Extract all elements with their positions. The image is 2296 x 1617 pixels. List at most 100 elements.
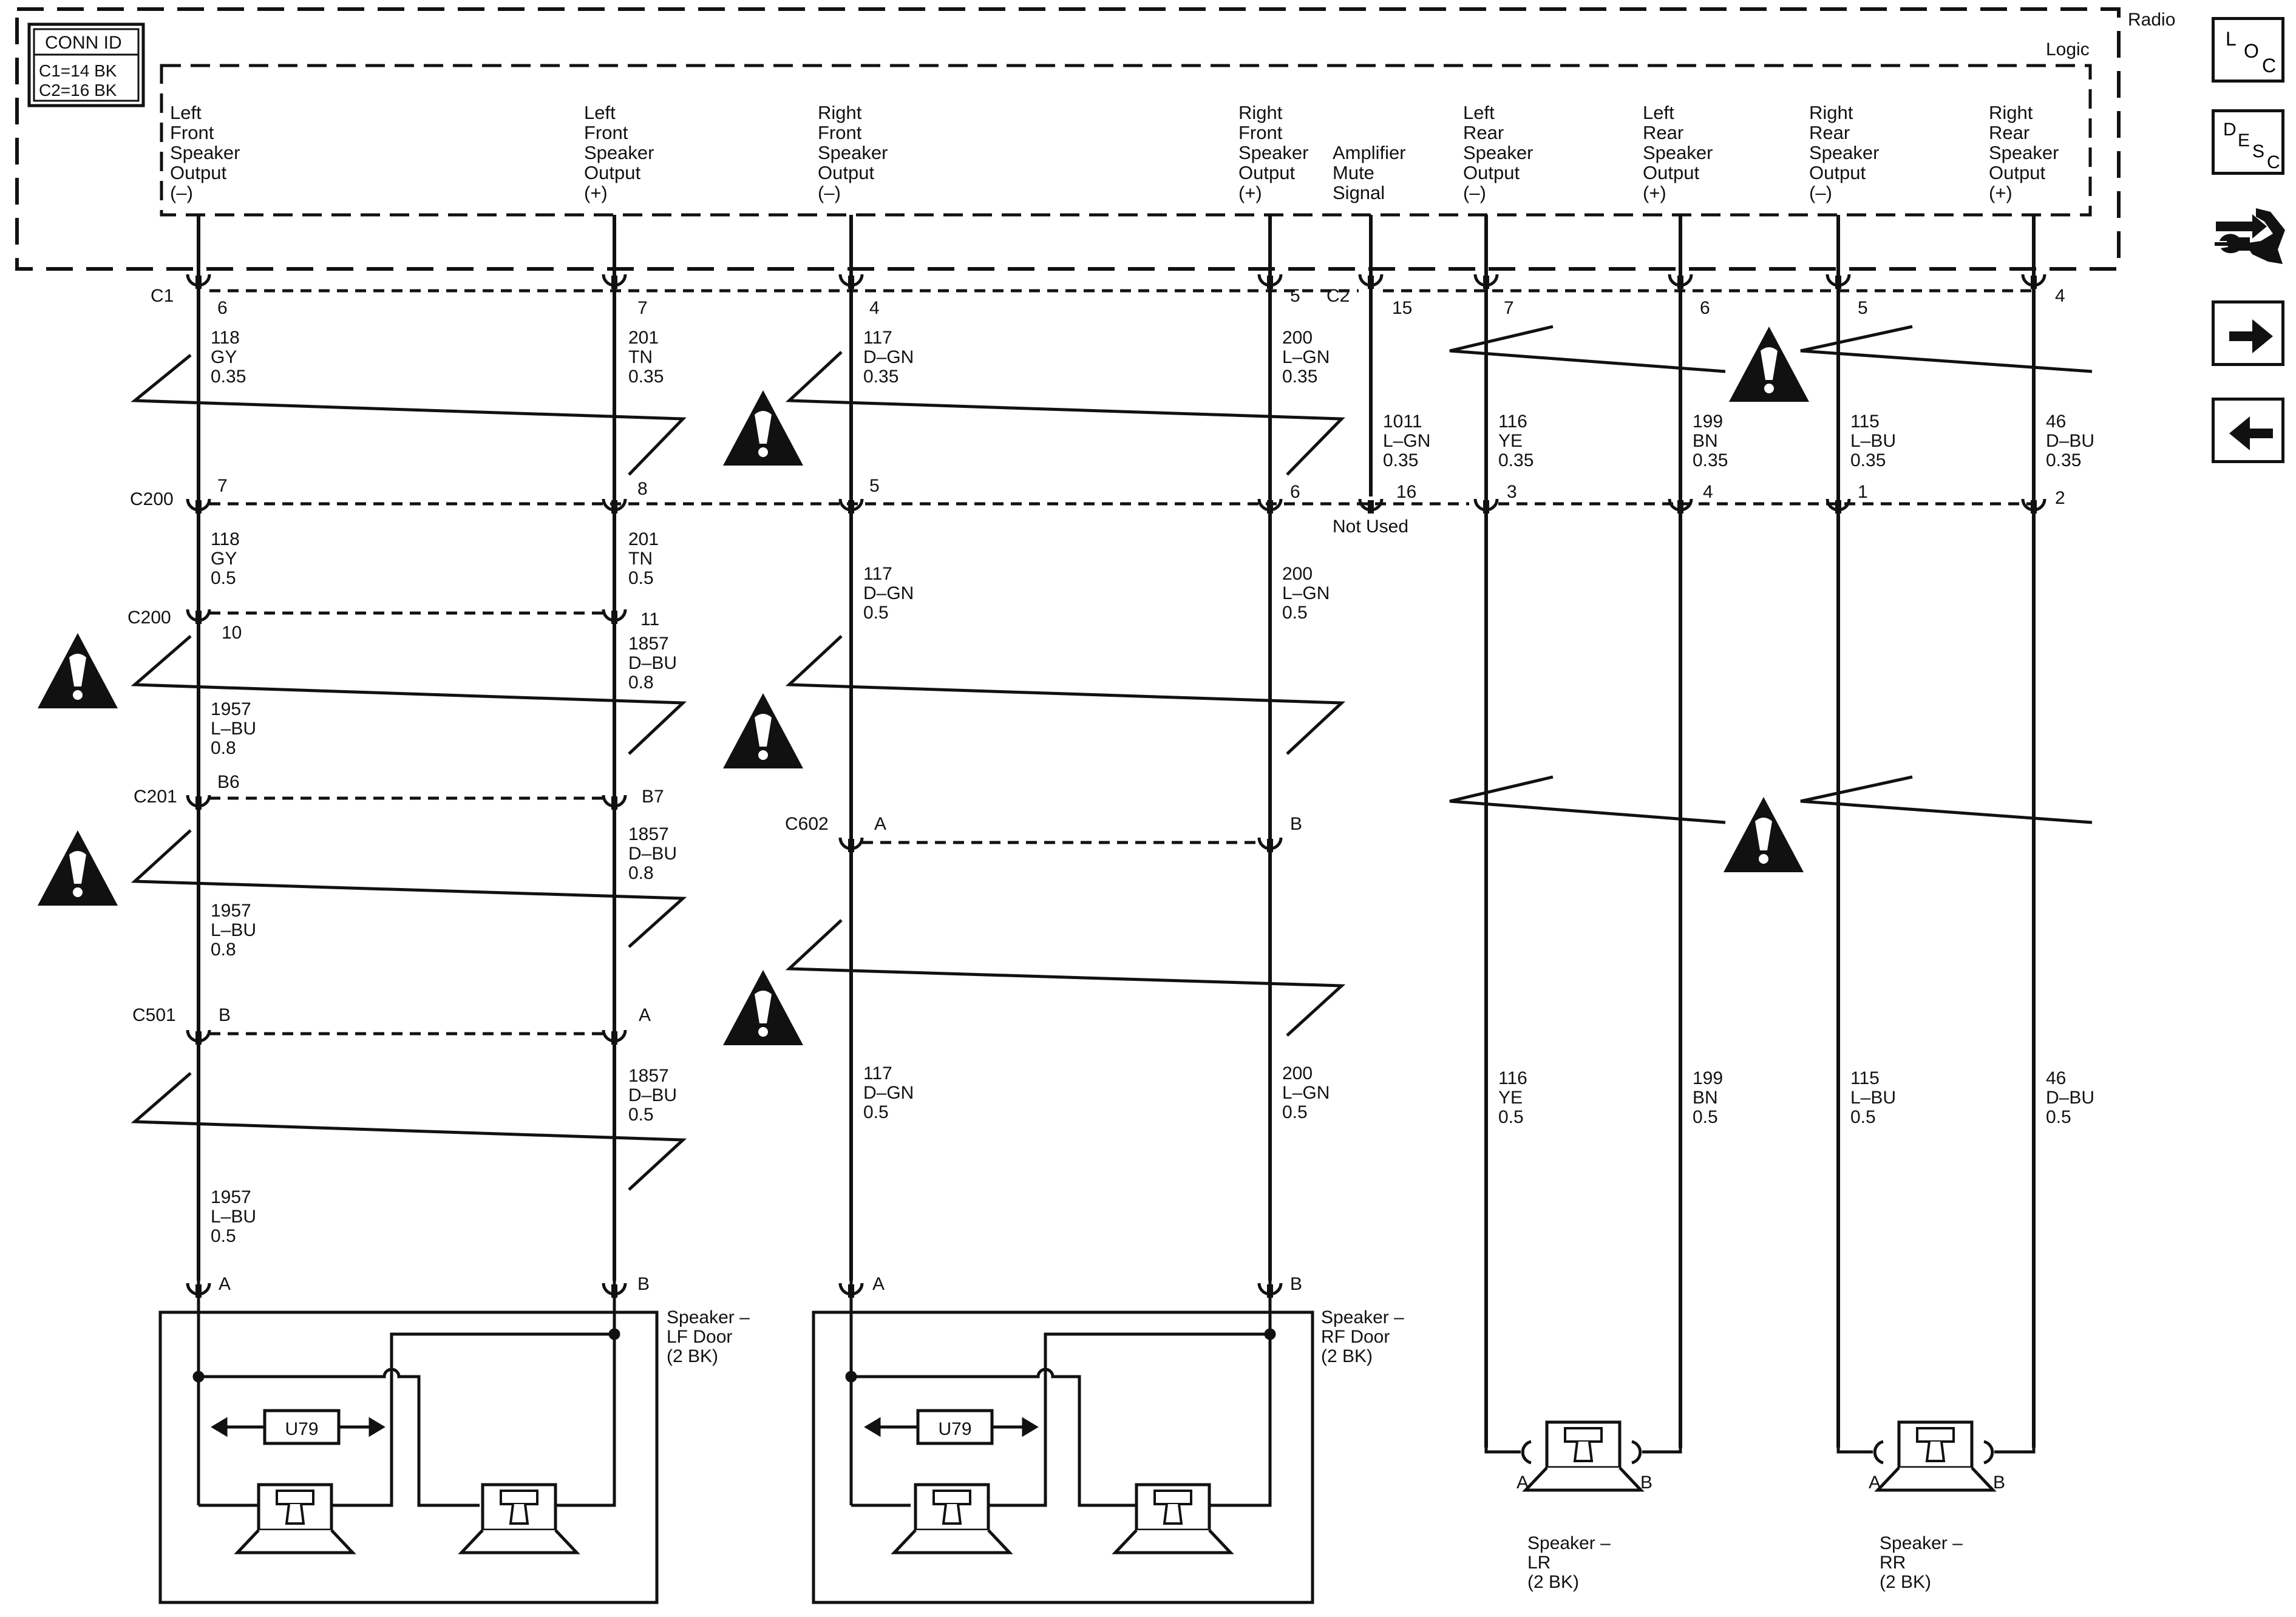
pin-number: A (1869, 1473, 1881, 1493)
pin-number: 3 (1507, 482, 1517, 502)
pin-number: 7 (1504, 298, 1514, 318)
previous-page-arrow-icon (2229, 416, 2273, 450)
pin-number: 15 (1392, 298, 1412, 318)
logic-label: Logic (2046, 39, 2090, 59)
connector-name: C2 (1326, 286, 1350, 306)
not-used-label: Not Used (1333, 517, 1408, 537)
pin-number: 8 (637, 479, 648, 499)
logic-dashed-boundary (160, 64, 2092, 217)
speaker-icon (237, 1485, 353, 1553)
speaker-label: Speaker –RF Door(2 BK) (1321, 1307, 1404, 1366)
speaker-icon (894, 1485, 1010, 1553)
pin-number: 5 (1290, 286, 1300, 306)
desc-letter: C (2267, 152, 2280, 172)
pin-number: B (1290, 1274, 1302, 1294)
connector-end-view-icon[interactable] (2210, 203, 2289, 270)
pin-number: 6 (217, 298, 228, 318)
connector-name: C501 (132, 1005, 176, 1025)
warning-icon (1724, 797, 1804, 872)
speaker-label: Speaker –LR(2 BK) (1527, 1533, 1611, 1592)
option-code: U79 (285, 1419, 318, 1439)
connector-name: C602 (785, 814, 829, 834)
warning-icon (1729, 327, 1809, 402)
pin-number: 7 (637, 298, 648, 318)
speaker-label: Speaker –RR(2 BK) (1880, 1533, 1963, 1592)
conn-id-line: C1=14 BK (39, 61, 117, 80)
pin-number: A (872, 1274, 885, 1294)
pin-number: 11 (640, 609, 659, 629)
speaker-icon (461, 1485, 577, 1553)
loc-letter: C (2262, 55, 2276, 76)
desc-letter: E (2238, 131, 2250, 151)
speaker-icon (1115, 1485, 1231, 1553)
pin-number: A (1517, 1473, 1529, 1493)
pin-number: B6 (217, 772, 240, 792)
conn-id-title: CONN ID (45, 33, 122, 53)
speaker-rr (1836, 1440, 2036, 1465)
loc-letter: O (2244, 40, 2259, 62)
wires (197, 215, 2036, 1448)
pin-number: 5 (1858, 298, 1868, 318)
next-page-button[interactable] (2212, 300, 2284, 366)
radio-dashed-boundary (15, 7, 2121, 271)
pin-number: 1 (1858, 482, 1868, 502)
previous-page-button[interactable] (2212, 398, 2284, 463)
description-button[interactable]: D E S C (2212, 109, 2284, 175)
pin-number: 10 (222, 623, 242, 643)
pin-number: B (219, 1005, 231, 1025)
location-button[interactable]: L O C (2212, 17, 2284, 83)
pin-number: 16 (1396, 482, 1416, 502)
connector-lines (209, 289, 2034, 1036)
pin-number: 4 (1703, 482, 1713, 502)
pin-number: B (1290, 814, 1302, 834)
pin-number: 6 (1290, 482, 1300, 502)
pin-number: 5 (869, 476, 880, 496)
connector-name: C1 (151, 286, 174, 306)
pin-number: 7 (217, 476, 228, 496)
warning-icon (38, 633, 118, 708)
speaker-lr (1484, 1440, 1682, 1465)
twisted-pair-symbols (131, 325, 2093, 1191)
warning-icon (38, 830, 118, 906)
connector-cavities (188, 274, 2045, 1298)
speaker-rf-door: U79 (812, 1281, 1314, 1604)
speaker-icon (1878, 1422, 1993, 1490)
speaker-label: Speaker –LF Door(2 BK) (667, 1307, 750, 1366)
pin-number: 4 (2055, 286, 2065, 306)
speaker-icon (1526, 1422, 1641, 1490)
pin-number: A (874, 814, 886, 834)
connector-name: C200 (130, 489, 174, 509)
desc-letter: D (2223, 120, 2237, 140)
radio-component: Radio Logic (15, 7, 2175, 271)
speaker-lf-door: U79 (158, 1281, 659, 1604)
warning-icon (723, 693, 803, 768)
pin-number: 6 (1700, 298, 1710, 318)
loc-letter: L (2226, 28, 2237, 50)
radio-label: Radio (2128, 10, 2175, 30)
pin-number: 2 (2055, 488, 2065, 508)
next-page-arrow-icon (2229, 319, 2273, 353)
